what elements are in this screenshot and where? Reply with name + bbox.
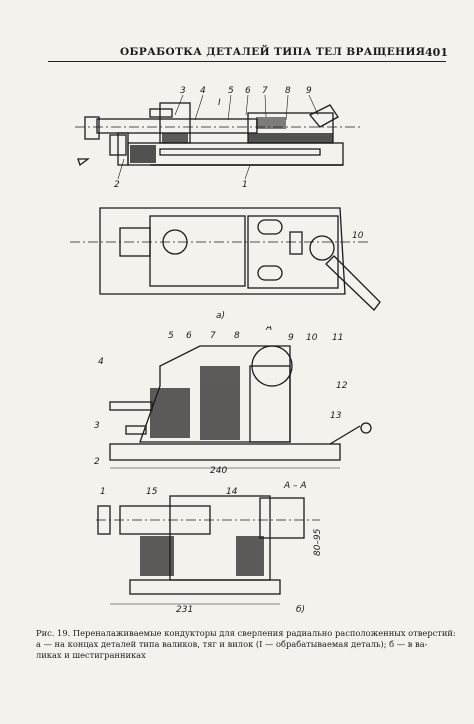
callout-6b: 6	[186, 331, 192, 341]
figure-b-section-view: 5 6 7 8 9 10 11 4 3 2 12 13 A 240	[94, 326, 372, 476]
callout-10: 10	[352, 231, 364, 241]
callout-1b: 1	[100, 487, 106, 497]
figure-a-sublabel: а)	[216, 311, 225, 321]
callout-7b: 7	[210, 331, 216, 341]
page-number: 401	[425, 46, 448, 59]
caption-line-3: ликах и шестигранниках	[36, 650, 146, 660]
figure-a-side-view: 3 4 5 I 6 7 8 9 2 1	[75, 86, 360, 190]
dimension-231: 231	[176, 605, 193, 615]
callout-2b: 2	[94, 457, 100, 467]
callout-12b: 12	[336, 381, 348, 391]
callout-5b: 5	[168, 331, 174, 341]
page-header: ОБРАБОТКА ДЕТАЛЕЙ ТИПА ТЕЛ ВРАЩЕНИЯ 401	[48, 46, 448, 60]
callout-3b: 3	[94, 421, 100, 431]
callout-7: 7	[262, 86, 268, 96]
callout-9: 9	[306, 86, 312, 96]
section-mark-a: A	[265, 326, 272, 333]
callout-6: 6	[245, 86, 251, 96]
callout-4: 4	[200, 86, 206, 96]
running-title: ОБРАБОТКА ДЕТАЛЕЙ ТИПА ТЕЛ ВРАЩЕНИЯ	[120, 46, 426, 58]
figure-caption: Рис. 19. Переналаживаемые кондукторы для…	[36, 628, 456, 661]
callout-13b: 13	[330, 411, 342, 421]
callout-3: 3	[180, 86, 186, 96]
callout-15b: 15	[146, 487, 158, 497]
dimension-80-95: 80–95	[313, 528, 323, 556]
callout-9b: 9	[288, 333, 294, 343]
figure-a-plan-view: 10 а)	[70, 207, 381, 321]
header-rule	[48, 61, 446, 62]
callout-14b: 14	[226, 487, 238, 497]
callout-I: I	[218, 98, 221, 108]
callout-5: 5	[228, 86, 234, 96]
caption-line-2: а — на концах деталей типа валиков, тяг …	[36, 639, 428, 649]
caption-line-1: Рис. 19. Переналаживаемые кондукторы для…	[36, 628, 456, 638]
callout-2: 2	[114, 180, 120, 190]
callout-11b: 11	[332, 333, 343, 343]
dimension-240: 240	[210, 466, 227, 476]
callout-10b: 10	[306, 333, 318, 343]
callout-1: 1	[242, 180, 248, 190]
figure-b-sublabel: б)	[296, 605, 305, 615]
callout-4b: 4	[98, 357, 104, 367]
callout-8: 8	[285, 86, 291, 96]
section-label-aa: А – А	[283, 481, 307, 491]
figure-b-plan-view: 1 15 14 А – А 231 б) 80–95	[96, 481, 323, 615]
callout-8b: 8	[234, 331, 240, 341]
